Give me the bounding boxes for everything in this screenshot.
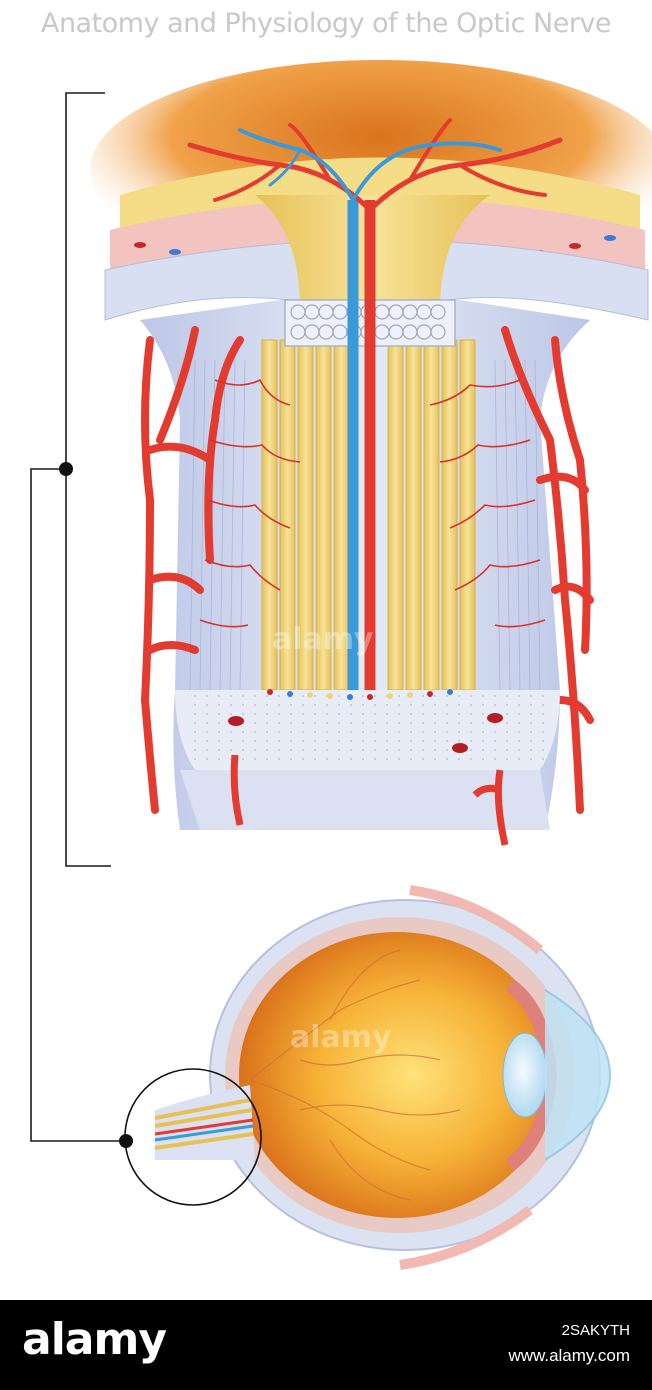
upper-eye-muscle — [409, 885, 544, 954]
optic-nerve-illustration — [30, 60, 652, 1270]
footer-image-id: 2SAKYTH — [561, 1322, 630, 1339]
footer-brand-logo[interactable]: alamy — [22, 1314, 167, 1365]
lower-artery-left — [230, 754, 244, 826]
nerve-lower-body — [180, 770, 550, 830]
nerve-fiber-bundles — [261, 339, 476, 691]
optic-nerve-exit — [154, 1085, 255, 1160]
diagram-title: Anatomy and Physiology of the Optic Nerv… — [40, 8, 612, 39]
footer-url[interactable]: www.alamy.com — [508, 1346, 630, 1365]
left-pial-arteries — [140, 326, 244, 814]
eyeball-cross-section — [209, 885, 612, 1270]
bracket-lines — [30, 92, 126, 1142]
retinal-vessels — [249, 949, 461, 1201]
capillary-network — [199, 378, 546, 628]
bracket-dot-lower — [119, 1134, 133, 1148]
upper-vessel-branches — [187, 118, 563, 213]
magnifier-circle — [124, 1068, 262, 1206]
lower-eye-muscle — [399, 1205, 533, 1270]
cross-section-dots — [185, 695, 550, 767]
bracket-dot-upper — [59, 462, 73, 476]
cornea — [544, 989, 612, 1161]
lower-artery-right — [472, 769, 509, 846]
right-pial-arteries — [501, 326, 594, 814]
cross-section-vessels — [228, 689, 503, 753]
lens — [502, 1032, 548, 1118]
footer-bar: alamy 2SAKYTH www.alamy.com — [0, 1300, 652, 1390]
